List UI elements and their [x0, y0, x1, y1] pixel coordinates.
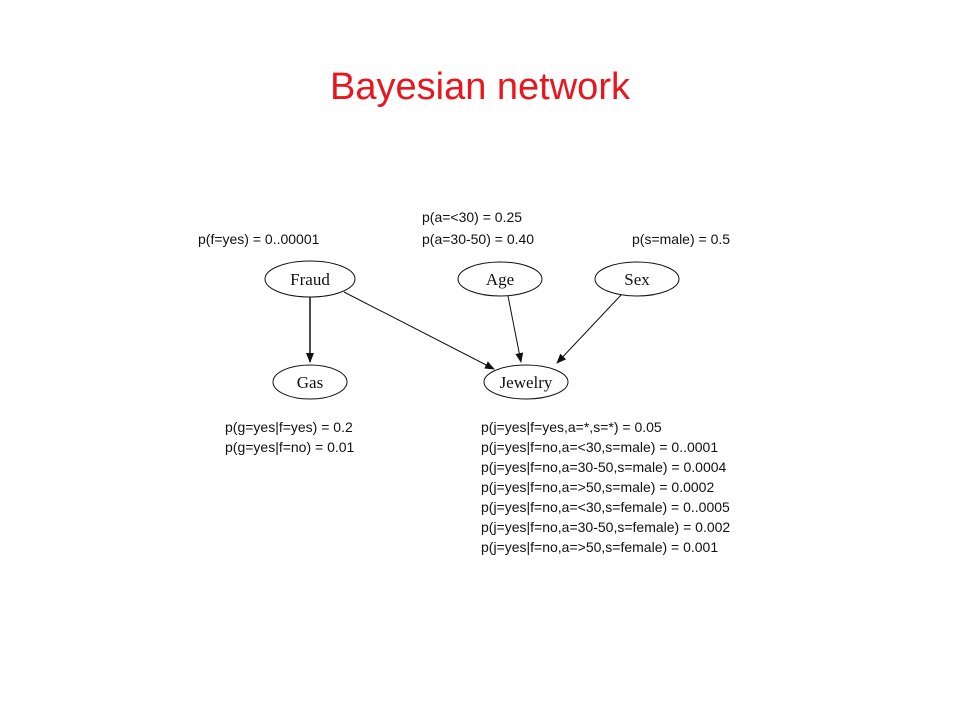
prob-fraud-line: p(f=yes) = 0..00001: [198, 231, 320, 247]
prob-gas-line: p(g=yes|f=no) = 0.01: [225, 439, 355, 455]
node-age: Age: [457, 261, 543, 297]
prob-jewelry-line: p(j=yes|f=no,a=>50,s=female) = 0.001: [481, 539, 718, 555]
node-fraud-label: Fraud: [290, 270, 330, 289]
edge-age-jewelry: [507, 295, 524, 363]
prob-jewelry-line: p(j=yes|f=no,a=<30,s=male) = 0..0001: [481, 439, 718, 455]
node-jewelry-label: Jewelry: [500, 373, 553, 392]
prob-jewelry-line: p(j=yes|f=no,a=30-50,s=female) = 0.002: [481, 519, 730, 535]
prob-jewelry-line: p(j=yes|f=yes,a=*,s=*) = 0.05: [481, 419, 662, 435]
slide-title: Bayesian network: [330, 66, 630, 108]
prob-sex-line: p(s=male) = 0.5: [632, 231, 730, 247]
edge-fraud-jewelry: [343, 291, 495, 370]
node-sex: Sex: [594, 261, 680, 297]
prob-age-line: p(a=30-50) = 0.40: [422, 231, 534, 247]
edges: [306, 291, 623, 370]
node-gas-label: Gas: [297, 373, 323, 392]
prob-age-line: p(a=<30) = 0.25: [422, 209, 522, 225]
prob-fraud: p(f=yes) = 0..00001: [198, 231, 320, 247]
prob-jewelry: p(j=yes|f=yes,a=*,s=*) = 0.05 p(j=yes|f=…: [481, 419, 730, 555]
prob-jewelry-line: p(j=yes|f=no,a=<30,s=female) = 0..0005: [481, 499, 730, 515]
node-jewelry: Jewelry: [483, 364, 569, 400]
node-age-label: Age: [486, 270, 514, 289]
node-fraud: Fraud: [264, 260, 356, 298]
node-sex-label: Sex: [624, 270, 650, 289]
prob-sex: p(s=male) = 0.5: [632, 231, 730, 247]
prob-gas: p(g=yes|f=yes) = 0.2 p(g=yes|f=no) = 0.0…: [225, 419, 355, 455]
prob-gas-line: p(g=yes|f=yes) = 0.2: [225, 419, 353, 435]
prob-jewelry-line: p(j=yes|f=no,a=30-50,s=male) = 0.0004: [481, 459, 727, 475]
edge-sex-jewelry: [556, 293, 623, 364]
node-gas: Gas: [272, 364, 348, 400]
prob-jewelry-line: p(j=yes|f=no,a=>50,s=male) = 0.0002: [481, 479, 714, 495]
prob-age: p(a=<30) = 0.25 p(a=30-50) = 0.40: [422, 209, 534, 247]
